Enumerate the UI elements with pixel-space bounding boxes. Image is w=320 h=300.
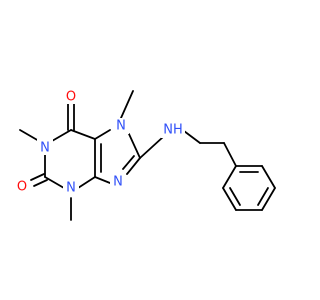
bond-c8-n9 xyxy=(126,157,141,175)
bond-n7-methyl xyxy=(120,90,134,119)
bond-n3-c4 xyxy=(77,176,96,189)
bond-layer xyxy=(19,90,276,221)
atom-n3: N xyxy=(63,180,79,196)
bond-ph1-ph2 xyxy=(222,165,237,189)
bond-c2-o2-double xyxy=(33,179,48,187)
chemical-structure-diagram: O N N NH O N N xyxy=(14,88,276,221)
bond-ph4-ph5-inner xyxy=(257,187,269,206)
atom-n1: N xyxy=(37,139,53,156)
bond-c6-n1 xyxy=(51,129,72,142)
atom-label-nh: NH xyxy=(163,123,183,138)
bond-c5-n7 xyxy=(94,129,111,140)
bond-ph5-ph6 xyxy=(261,165,276,189)
bond-c5-c6 xyxy=(70,129,96,140)
atom-label-n3: N xyxy=(66,181,76,196)
atom-label-o2: O xyxy=(17,180,27,195)
atom-nh: NH xyxy=(161,122,185,138)
atom-n9: N xyxy=(110,174,126,190)
bond-c2-o2 xyxy=(30,173,45,181)
atom-label-layer: O N N NH O N N xyxy=(14,88,185,196)
bond-c2-n3 xyxy=(44,176,65,189)
atom-o2: O xyxy=(14,178,30,195)
bond-ph2-ph3 xyxy=(222,187,237,211)
atom-label-o6: O xyxy=(66,90,76,105)
bond-c8-nh xyxy=(139,136,164,159)
atom-label-n7: N xyxy=(116,119,126,134)
bond-c8-n9-double xyxy=(122,155,135,170)
bond-ch2-phenyl xyxy=(223,142,237,167)
bond-n7-c8 xyxy=(128,133,141,159)
atom-o6: O xyxy=(63,88,79,105)
bond-ph4-ph5 xyxy=(261,187,276,211)
atom-label-n1: N xyxy=(40,141,50,156)
atom-label-n9: N xyxy=(113,175,123,190)
bond-ph2-ph3-inner xyxy=(229,187,241,206)
bond-n9-c4 xyxy=(94,176,111,184)
atom-n7: N xyxy=(113,118,129,134)
bond-n1-methyl xyxy=(19,129,40,142)
